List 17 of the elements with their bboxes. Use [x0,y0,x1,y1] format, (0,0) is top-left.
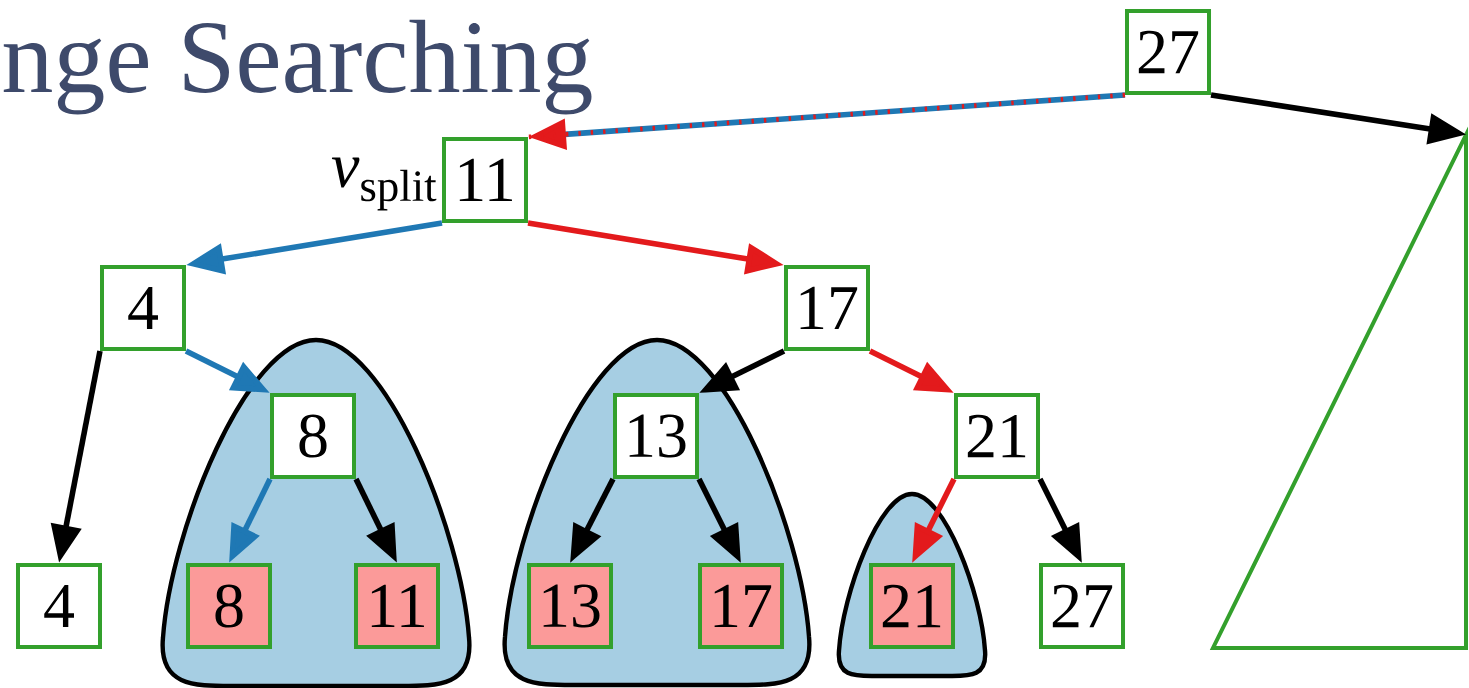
node-label: v$_{split}$ [331,157,437,211]
tree-node-box: 27 [1039,563,1125,649]
leaf-box: 21 [869,563,955,649]
tree-node-box: 21 [954,393,1040,479]
tree-node-box: 8 [270,393,356,479]
arrow [527,92,1126,151]
tree-node-box: 4 [16,563,102,649]
leaf-box: 8 [186,563,272,649]
title: nge Searching [3,19,592,115]
tree-node-box: 17 [784,265,870,351]
leaf-box: 17 [698,563,784,649]
tree-node-box: 13 [613,393,699,479]
tree-node-box: 4 [100,265,186,351]
leaf-box: 13 [527,563,613,649]
leaf-box: 11 [354,563,440,649]
tree-node-box: 27 [1125,9,1211,95]
tree-node-box: 11 [442,137,528,223]
